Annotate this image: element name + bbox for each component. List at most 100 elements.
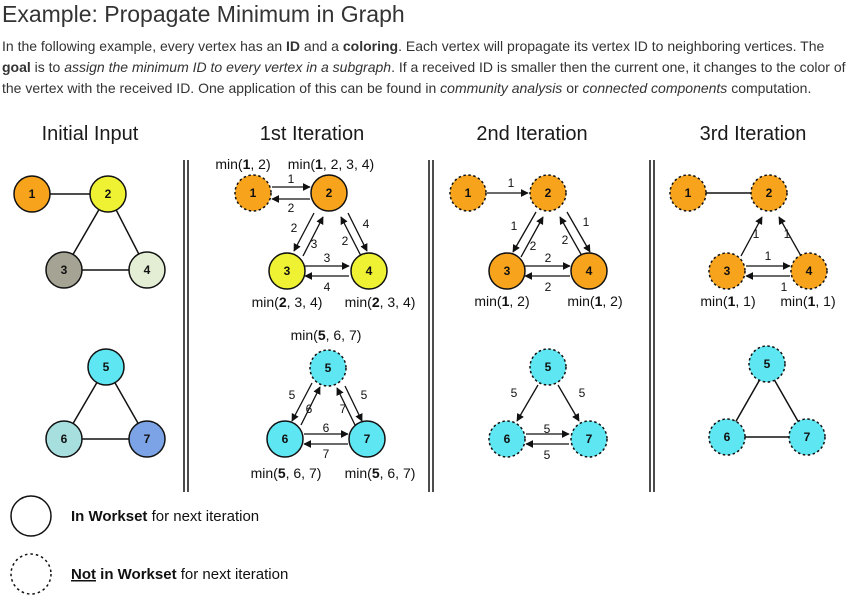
intro-text: is to xyxy=(30,59,65,75)
message-value: 7 xyxy=(340,402,347,416)
vertex-id: 4 xyxy=(144,263,151,277)
message-arrow xyxy=(336,387,356,426)
vertex-id: 7 xyxy=(364,432,371,446)
legend: In Workset for next iteration Not in Wor… xyxy=(10,495,288,595)
vertex: 6 xyxy=(45,420,83,458)
graph-iteration-1: min(1, 2) min(1, 2, 3, 4) 1 2 2 3 3 4 2 … xyxy=(215,156,415,481)
vertex-circle xyxy=(234,174,272,212)
intro-bold-id: ID xyxy=(286,38,301,54)
message-value: 5 xyxy=(544,422,551,436)
vertex-circle xyxy=(708,252,746,290)
vertex-id: 6 xyxy=(282,432,289,446)
intro-text: . Each vertex will propagate its vertex … xyxy=(398,38,825,54)
vertex-id: 6 xyxy=(724,430,731,444)
vertex: 2 xyxy=(89,175,127,213)
vertex-circle xyxy=(266,420,304,458)
vertex-id: 5 xyxy=(764,357,771,371)
vertex: 4 xyxy=(128,251,166,289)
vertex: 6 xyxy=(488,420,526,458)
vertex: 1 xyxy=(13,175,51,213)
vertex-id: 1 xyxy=(29,187,36,201)
vertex-id: 3 xyxy=(61,263,68,277)
message-arrow xyxy=(293,212,315,252)
vertex-circle xyxy=(89,175,127,213)
vertex-circle xyxy=(45,420,83,458)
vertex-id: 2 xyxy=(766,186,773,200)
vertex-circle xyxy=(87,348,125,386)
vertex-id: 4 xyxy=(806,264,813,278)
message-value: 5 xyxy=(579,386,586,400)
vertex-id: 1 xyxy=(250,186,257,200)
vertex-circle xyxy=(45,251,83,289)
vertex-id: 4 xyxy=(586,264,593,278)
min-label: min(1, 2) xyxy=(474,293,529,309)
vertex: 3 xyxy=(45,251,83,289)
vertex-circle xyxy=(669,174,707,212)
vertex: 3 xyxy=(488,252,526,290)
vertex-id: 2 xyxy=(105,187,112,201)
intro-paragraph: In the following example, every vertex h… xyxy=(2,36,854,99)
intro-italic-components: connected components xyxy=(582,80,728,96)
message-arrow xyxy=(300,386,321,426)
message-value: 6 xyxy=(323,421,330,435)
message-arrow xyxy=(344,385,363,422)
message-value: 1 xyxy=(781,280,788,294)
graph-iteration-3: 1 1 1 1 1 2 3 4 min(1, 1) min(1, 1) 5 6 … xyxy=(669,174,836,456)
message-value: 5 xyxy=(361,388,368,402)
vertex-id: 6 xyxy=(504,432,511,446)
vertex: 1 xyxy=(234,174,272,212)
legend-not-in-workset: Not in Workset for next iteration xyxy=(71,566,288,583)
vertex: 2 xyxy=(750,174,788,212)
vertex-id: 5 xyxy=(325,361,332,375)
vertex-id: 5 xyxy=(545,360,552,374)
legend-in-workset: In Workset for next iteration xyxy=(71,508,259,525)
message-arrow xyxy=(516,384,539,422)
message-arrow xyxy=(302,216,324,257)
vertex-circle xyxy=(748,345,786,383)
graph-iteration-2: 1 1 2 2 2 1 2 1 2 3 4 min(1, 2) min(1, 2… xyxy=(449,174,623,462)
vertex-circle xyxy=(128,420,166,458)
min-label: min(5, 6, 7) xyxy=(251,465,322,481)
vertex-circle xyxy=(488,252,526,290)
vertex-id: 1 xyxy=(685,186,692,200)
vertex: 7 xyxy=(348,420,386,458)
min-label: min(2, 3, 4) xyxy=(252,294,323,310)
column-title-initial: Initial Input xyxy=(42,123,139,145)
message-arrow xyxy=(347,212,368,252)
vertex-circle xyxy=(128,251,166,289)
vertex: 6 xyxy=(708,418,746,456)
vertex-id: 7 xyxy=(144,432,151,446)
vertex-circle xyxy=(350,252,388,290)
legend-solid-circle xyxy=(10,495,52,537)
vertex-id: 1 xyxy=(465,186,472,200)
message-value: 2 xyxy=(291,221,298,235)
vertex-circle xyxy=(788,418,826,456)
column-title-iteration-1: 1st Iteration xyxy=(260,123,365,145)
vertex-circle xyxy=(309,349,347,387)
min-label: min(1, 2) xyxy=(567,293,622,309)
message-value: 2 xyxy=(288,201,295,215)
message-arrow xyxy=(340,216,362,257)
page-title: Example: Propagate Minimum in Graph xyxy=(2,1,405,27)
vertex-circle xyxy=(708,418,746,456)
vertex-id: 7 xyxy=(804,430,811,444)
message-value: 5 xyxy=(511,386,518,400)
vertex-id: 2 xyxy=(545,186,552,200)
vertex: 5 xyxy=(748,345,786,383)
intro-italic-community: community analysis xyxy=(440,80,563,96)
intro-text: or xyxy=(562,80,583,96)
vertex: 2 xyxy=(529,174,567,212)
intro-text: computation. xyxy=(727,80,812,96)
min-label: min(2, 3, 4) xyxy=(345,294,416,310)
message-value: 2 xyxy=(545,251,552,265)
message-value: 2 xyxy=(342,234,349,248)
vertex: 3 xyxy=(268,252,306,290)
vertex-circle xyxy=(348,420,386,458)
message-arrow xyxy=(557,384,580,422)
message-arrow xyxy=(291,382,313,422)
vertex-circle xyxy=(268,252,306,290)
intro-bold-coloring: coloring xyxy=(342,38,399,54)
message-value: 3 xyxy=(324,251,331,265)
message-arrow xyxy=(559,216,583,257)
vertex-circle xyxy=(488,420,526,458)
